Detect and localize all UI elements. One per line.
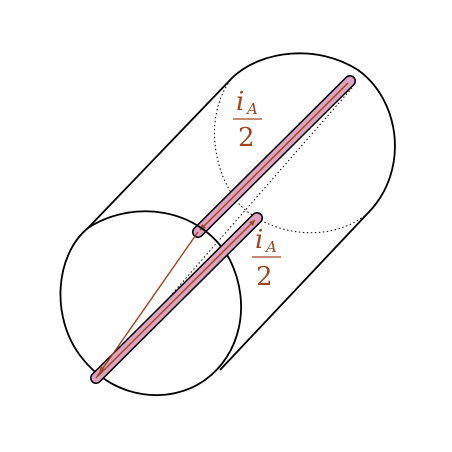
label-top-symbol: i bbox=[236, 87, 244, 117]
label-bottom-subscript: A bbox=[264, 238, 277, 256]
cylinder-side-top bbox=[87, 76, 234, 229]
label-bottom-symbol: i bbox=[255, 225, 263, 255]
cylinder-side-bottom bbox=[219, 212, 369, 371]
label-top-subscript: A bbox=[245, 100, 258, 118]
label-bottom-current: i A 2 bbox=[252, 225, 281, 292]
back-end-hidden-arc bbox=[214, 76, 369, 234]
back-end-arc bbox=[232, 52, 396, 214]
hidden-axis-line bbox=[103, 87, 353, 373]
return-path-arrow bbox=[99, 366, 105, 373]
label-top-denominator: 2 bbox=[238, 123, 255, 153]
label-bottom-denominator: 2 bbox=[256, 262, 273, 292]
upper-conductor bbox=[192, 75, 356, 238]
label-top-current: i A 2 bbox=[233, 87, 262, 153]
lower-conductor bbox=[90, 212, 263, 384]
return-path bbox=[95, 231, 199, 379]
front-end-ellipse bbox=[59, 210, 242, 397]
